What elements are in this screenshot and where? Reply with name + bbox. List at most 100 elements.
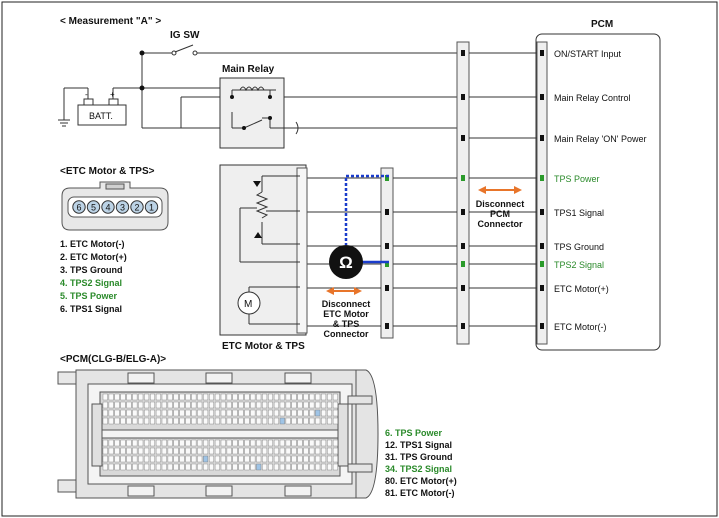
pcm-pin-description: 81. ETC Motor(-) (385, 488, 455, 498)
pcm-connector-cavity (132, 447, 138, 455)
pcm-connector-cavity (149, 393, 155, 401)
etc-tps-box (219, 164, 307, 336)
pcm-connector-cavity (250, 447, 256, 455)
pcm-connector-cavity (332, 401, 338, 409)
pcm-connector-cavity (214, 393, 220, 401)
pcm-connector-cavity (238, 439, 244, 447)
pcm-connector-cavity (250, 439, 256, 447)
disconnect-pcm-line1: Disconnect (476, 199, 525, 209)
pcm-connector-cavity (285, 439, 291, 447)
pcm-connector-cavity (144, 439, 150, 447)
pcm-connector-cavity (309, 417, 315, 425)
pcm-connector-cavity (309, 401, 315, 409)
pcm-connector-cavity (185, 439, 191, 447)
pcm-connector-cavity (291, 409, 297, 417)
pcm-connector-cavity (262, 439, 268, 447)
pcm-connector-cavity (161, 447, 167, 455)
pcm-connector-cavity (303, 409, 309, 417)
pcm-connector-cavity (321, 439, 327, 447)
pcm-connector-cavity (244, 393, 250, 401)
pcm-connector-cavity (144, 455, 150, 463)
pcm-connector-cavity (279, 447, 285, 455)
pcm-connector-cavity (120, 439, 126, 447)
pcm-connector-cavity (321, 401, 327, 409)
pcm-pin-label: TPS1 Signal (554, 208, 604, 218)
pcm-connector-cavity (208, 393, 214, 401)
pcm-connector-cavity (262, 393, 268, 401)
pcm-connector-cavity (114, 455, 120, 463)
pcm-title: PCM (591, 19, 613, 30)
pcm-connector-cavity (132, 409, 138, 417)
pcm-connector-cavity (244, 439, 250, 447)
pcm-connector-cavity (232, 417, 238, 425)
pcm-connector-cavity (309, 439, 315, 447)
pcm-connector-cavity (126, 447, 132, 455)
pcm-connector-cavity (138, 439, 144, 447)
pcm-connector-cavity (102, 393, 108, 401)
pcm-connector-cavity (132, 455, 138, 463)
pcm-connector-cavity (291, 417, 297, 425)
ig-switch (142, 44, 462, 56)
pcm-connector-cavity (220, 409, 226, 417)
pcm-connector-cavity (273, 447, 279, 455)
pcm-connector-cavity (114, 463, 120, 471)
pcm-pin-description: 6. TPS Power (385, 428, 443, 438)
pcm-connector-cavity (185, 463, 191, 471)
disconnect-pcm-line3: Connector (478, 219, 523, 229)
disconnect-etc-line1: Disconnect (322, 299, 371, 309)
pcm-connector-cavity (167, 463, 173, 471)
pcm-connector-cavity (197, 463, 203, 471)
pcm-connector-cavity (108, 455, 114, 463)
pcm-connector-cavity (191, 439, 197, 447)
battery (58, 87, 142, 127)
pcm-connector-cavity (303, 401, 309, 409)
pcm-connector-cavity (126, 417, 132, 425)
ohm-icon: Ω (339, 253, 353, 272)
pcm-connector-cavity (285, 409, 291, 417)
pcm-connector-cavity (208, 455, 214, 463)
disconnect-etc-line4: Connector (324, 329, 369, 339)
pcm-connector-cavity (179, 401, 185, 409)
pcm-connector-cavity (155, 393, 161, 401)
pcm-connector-cavity (256, 447, 262, 455)
pcm-connector-cavity (114, 439, 120, 447)
pcm-connector-cavity (285, 393, 291, 401)
pcm-connector-cavity (315, 417, 321, 425)
pcm-pin (540, 94, 544, 100)
pcm-connector-cavity (102, 401, 108, 409)
pcm-connector-cavity (208, 409, 214, 417)
pcm-connector-cavity (309, 447, 315, 455)
pcm-connector-cavity (167, 393, 173, 401)
pcm-connector-cavity (327, 455, 333, 463)
pcm-connector-cavity (132, 439, 138, 447)
pcm-connector-cavity (315, 447, 321, 455)
battery-label: BATT. (89, 111, 113, 121)
pcm-connector-cavity (226, 447, 232, 455)
pcm-pin-label: TPS Ground (554, 242, 604, 252)
pcm-connector-cavity (279, 417, 285, 425)
pcm-connector-cavity (297, 439, 303, 447)
pcm-connector-cavity (332, 409, 338, 417)
pcm-connector-cavity (273, 463, 279, 471)
pcm-connector-cavity (244, 409, 250, 417)
pcm-connector-cavity (167, 455, 173, 463)
pcm-connector-cavity (120, 409, 126, 417)
pcm-connector-cavity (132, 417, 138, 425)
pcm-harness-pin (461, 261, 465, 267)
pcm-connector-cavity (279, 401, 285, 409)
pcm-harness-pin (461, 175, 465, 181)
disconnect-etc-line2: ETC Motor (323, 309, 369, 319)
pcm-harness-pin (461, 243, 465, 249)
etc-harness-pin (385, 261, 389, 267)
pcm-connector-cavity (203, 417, 209, 425)
pcm-connector-cavity (256, 393, 262, 401)
pcm-connector-cavity (144, 401, 150, 409)
pcm-connector-cavity (203, 401, 209, 409)
pcm-connector-cavity (149, 463, 155, 471)
pcm-pin-label: Main Relay Control (554, 93, 631, 103)
pcm-connector-cavity (297, 455, 303, 463)
pcm-connector-cavity (321, 417, 327, 425)
pcm-connector-cavity (332, 393, 338, 401)
disconnect-pcm-line2: PCM (490, 209, 510, 219)
pcm-connector-cavity (262, 447, 268, 455)
